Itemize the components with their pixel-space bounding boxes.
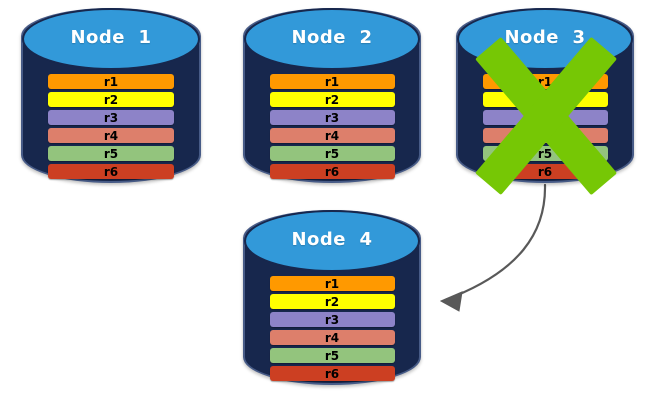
data-row[interactable]: r5 [269, 146, 395, 161]
row-label: r6 [537, 164, 553, 179]
row-list: r1 r2 r3 r4 r5 r6 [243, 276, 421, 384]
cylinder-top-ellipse [457, 8, 633, 70]
row-label: r6 [103, 164, 119, 179]
row-list: r1 r2 r3 r4 r5 r6 [456, 74, 634, 182]
row-label: r3 [103, 110, 119, 125]
row-label: r5 [324, 146, 340, 161]
data-row[interactable]: r4 [48, 128, 174, 143]
data-row[interactable]: r2 [269, 92, 395, 107]
data-row[interactable]: r5 [48, 146, 174, 161]
data-row[interactable]: r2 [48, 92, 174, 107]
data-row[interactable]: r1 [482, 74, 608, 89]
row-label: r1 [324, 74, 340, 89]
data-row[interactable]: r3 [48, 110, 174, 125]
row-label: r1 [103, 74, 119, 89]
row-label: r2 [324, 294, 340, 309]
row-list: r1 r2 r3 r4 r5 r6 [243, 74, 421, 182]
cylinder-top-ellipse [244, 8, 420, 70]
row-list: r1 r2 r3 r4 r5 r6 [21, 74, 201, 182]
row-label: r2 [103, 92, 119, 107]
arrow-head-icon [439, 291, 463, 312]
row-label: r3 [324, 312, 340, 327]
row-label: r6 [324, 164, 340, 179]
data-row[interactable]: r3 [482, 110, 608, 125]
row-label: r2 [537, 92, 553, 107]
data-row[interactable]: r5 [482, 146, 608, 161]
row-label: r1 [324, 276, 340, 291]
data-row[interactable]: r1 [48, 74, 174, 89]
data-row[interactable]: r4 [482, 128, 608, 143]
data-row[interactable]: r6 [482, 164, 608, 179]
data-row[interactable]: r6 [269, 366, 395, 381]
row-label: r5 [324, 348, 340, 363]
data-row[interactable]: r3 [269, 110, 395, 125]
row-label: r2 [324, 92, 340, 107]
row-label: r4 [103, 128, 119, 143]
row-label: r3 [324, 110, 340, 125]
cylinder-top-ellipse [244, 210, 420, 272]
row-label: r4 [324, 128, 340, 143]
cylinder-top-ellipse [22, 8, 200, 70]
data-row[interactable]: r6 [48, 164, 174, 179]
row-label: r4 [537, 128, 553, 143]
data-row[interactable]: r6 [269, 164, 395, 179]
row-label: r3 [537, 110, 553, 125]
data-row[interactable]: r2 [269, 294, 395, 309]
data-row[interactable]: r4 [269, 330, 395, 345]
row-label: r6 [324, 366, 340, 381]
curved-arrow-icon [443, 183, 547, 302]
data-row[interactable]: r4 [269, 128, 395, 143]
data-row[interactable]: r2 [482, 92, 608, 107]
data-row[interactable]: r5 [269, 348, 395, 363]
row-label: r5 [103, 146, 119, 161]
row-label: r1 [537, 74, 553, 89]
row-label: r4 [324, 330, 340, 345]
data-row[interactable]: r1 [269, 276, 395, 291]
row-label: r5 [537, 146, 553, 161]
data-row[interactable]: r3 [269, 312, 395, 327]
data-row[interactable]: r1 [269, 74, 395, 89]
